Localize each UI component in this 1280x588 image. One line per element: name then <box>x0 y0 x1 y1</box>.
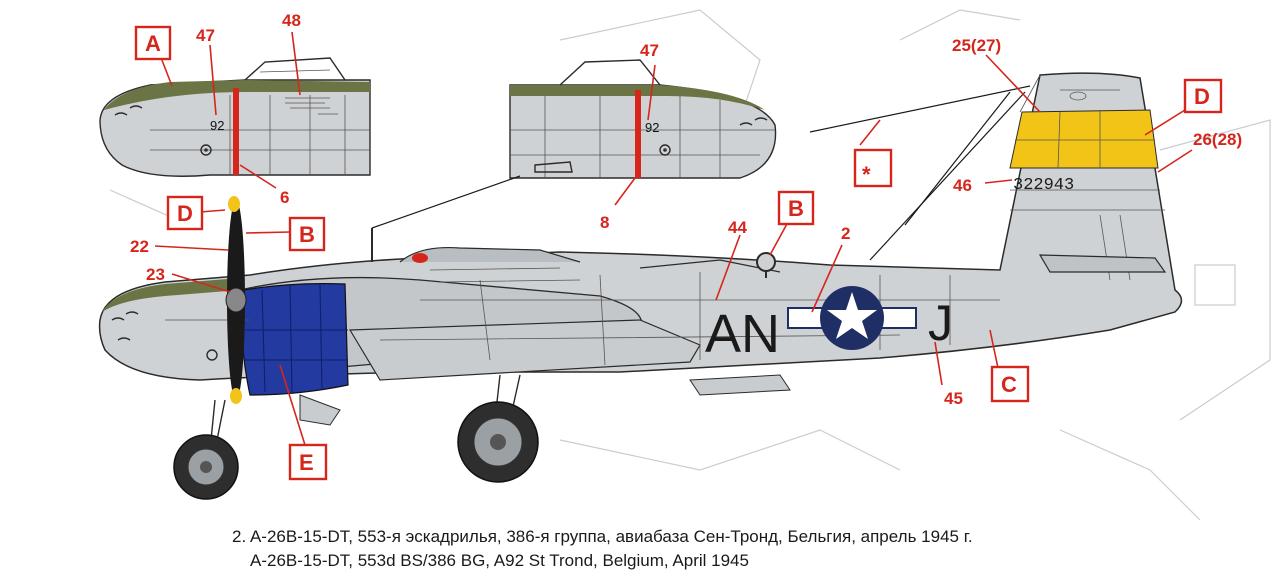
callout-box-e: E <box>288 443 328 481</box>
callout-box-d-prop: D <box>166 195 204 231</box>
callout-22: 22 <box>130 237 149 256</box>
callout-23: 23 <box>146 265 165 284</box>
nose-number-right: 92 <box>645 120 659 135</box>
caption-english: A-26B-15-DT, 553d BS/386 BG, A92 St Tron… <box>250 551 749 570</box>
aircraft-main: AN J 322943 <box>98 72 1183 500</box>
callout-box-star: * <box>853 148 893 188</box>
detail-pointers <box>371 85 1031 261</box>
callout-25-27: 25(27) <box>952 36 1001 55</box>
caption-russian: 2. A-26B-15-DT, 553-я эскадрилья, 386-я … <box>232 527 973 546</box>
callout-box-a: A <box>134 25 172 61</box>
callout-8: 8 <box>600 213 609 232</box>
svg-text:D: D <box>177 201 193 226</box>
fuselage-code-right: J <box>928 295 953 351</box>
tail-serial: 322943 <box>1013 176 1074 195</box>
svg-text:*: * <box>862 162 871 187</box>
callout-47-right: 47 <box>640 41 659 60</box>
svg-text:D: D <box>1194 84 1210 109</box>
svg-text:B: B <box>299 222 315 247</box>
callout-box-c: C <box>990 365 1030 403</box>
callout-box-b-prop: B <box>288 216 326 252</box>
numeric-callouts: 47 48 47 6 8 25(27) 26(28) 46 44 2 22 23… <box>130 11 1242 408</box>
callout-26-28: 26(28) <box>1193 130 1242 149</box>
national-insignia <box>787 286 917 350</box>
svg-text:B: B <box>788 196 804 221</box>
nose-detail-right: 92 <box>509 59 777 179</box>
callout-6: 6 <box>280 188 289 207</box>
callout-box-b-turret: B <box>777 190 815 226</box>
callout-44: 44 <box>728 218 747 237</box>
background-ghost-outlines <box>109 9 1271 521</box>
letter-callouts: A D B B * D C E <box>134 25 1223 481</box>
svg-text:E: E <box>299 450 314 475</box>
svg-text:C: C <box>1001 372 1017 397</box>
nose-number-left: 92 <box>210 118 224 133</box>
callout-lines <box>154 31 1193 446</box>
callout-47-left: 47 <box>196 26 215 45</box>
callout-48: 48 <box>282 11 301 30</box>
callout-2: 2 <box>841 224 850 243</box>
nose-detail-left: 92 <box>99 57 371 177</box>
callout-46: 46 <box>953 176 972 195</box>
callout-box-d-tail: D <box>1183 78 1223 114</box>
fuselage-code-left: AN <box>705 304 780 364</box>
svg-text:A: A <box>145 31 161 56</box>
callout-45: 45 <box>944 389 963 408</box>
